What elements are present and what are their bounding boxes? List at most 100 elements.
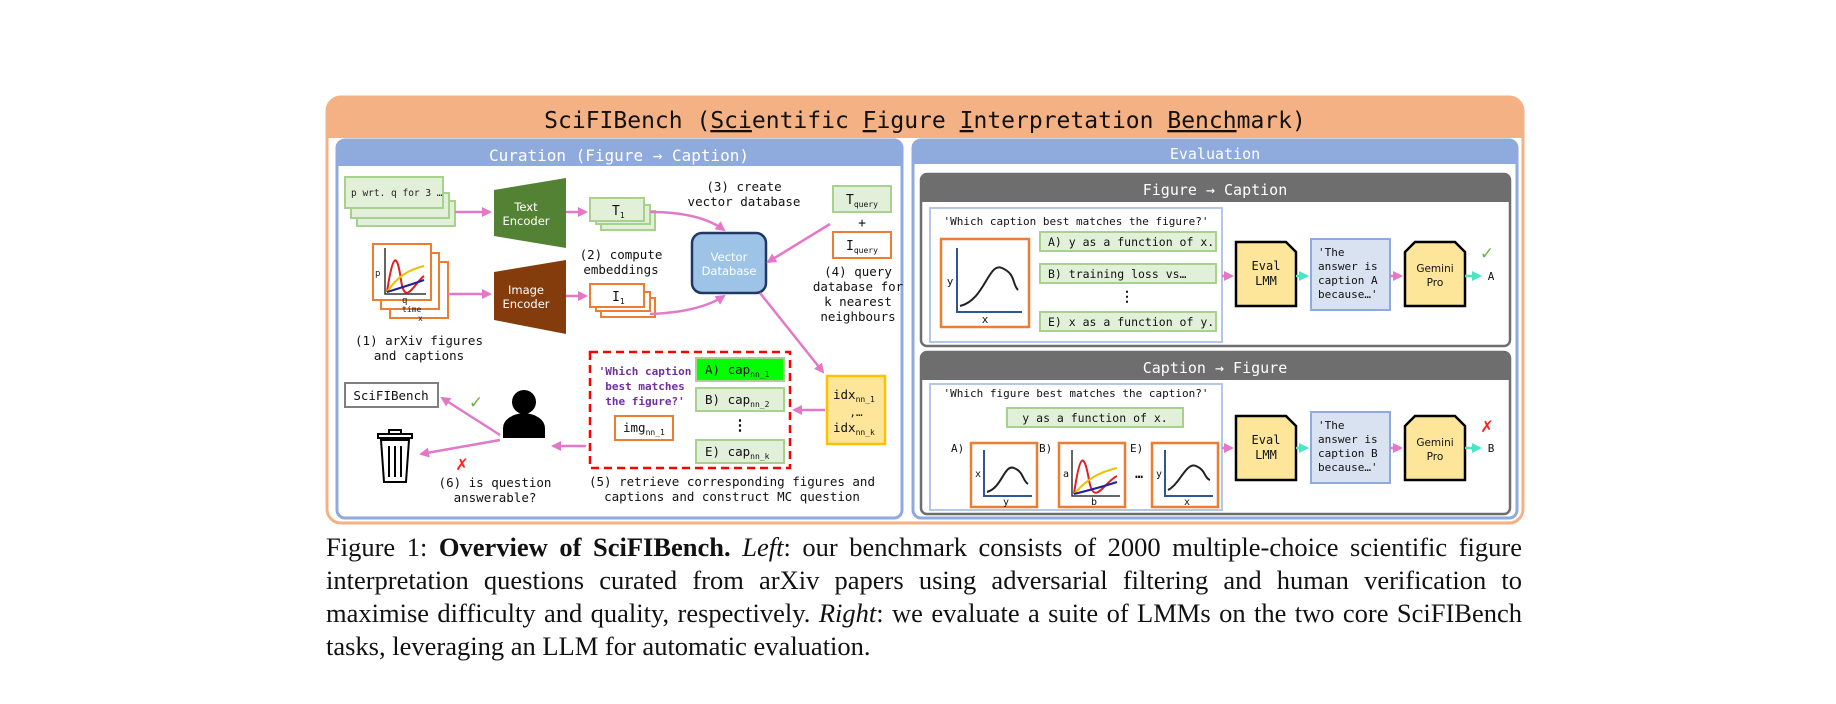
svg-text:,…: ,… <box>849 406 863 419</box>
svg-text:SciFIBench: SciFIBench <box>353 388 428 403</box>
svg-text:⋮: ⋮ <box>733 416 748 434</box>
cap2fig-figure-a: x y <box>969 441 1039 509</box>
svg-text:T1: T1 <box>612 204 625 220</box>
title-band <box>327 97 1523 138</box>
svg-text:E) capnn_k: E) capnn_k <box>705 444 770 461</box>
svg-text:idxnn_1: idxnn_1 <box>833 387 875 404</box>
svg-text:I1: I1 <box>612 290 625 306</box>
fig2cap-figure: y x <box>939 237 1031 329</box>
cap2fig-question: 'Which figure best matches the caption?' <box>944 387 1209 400</box>
svg-text:idxnn_k: idxnn_k <box>833 420 875 437</box>
caption-left-text: : our benchmark consists of 2000 multipl… <box>326 532 1523 628</box>
option-b-box <box>695 387 785 412</box>
svg-text:⋮: ⋮ <box>1120 289 1134 305</box>
trash-icon <box>377 429 413 483</box>
text-encoder <box>494 178 566 248</box>
t-query-box <box>832 185 892 213</box>
caption-label: Figure 1: <box>326 532 428 562</box>
svg-text:y: y <box>1156 469 1162 480</box>
image-encoder <box>494 260 566 334</box>
svg-text:B) training loss vs…: B) training loss vs… <box>1048 267 1187 281</box>
main-title: SciFIBench (Scientific Figure Interpreta… <box>544 108 1306 134</box>
t1-embedding: T1 <box>589 197 656 231</box>
i1-embedding: I1 <box>589 283 656 318</box>
svg-text:imgnn_1: imgnn_1 <box>623 420 665 437</box>
mc-question-frame <box>588 350 792 470</box>
svg-text:E) x as a function of y.: E) x as a function of y. <box>1048 315 1214 329</box>
person-icon <box>503 390 545 438</box>
svg-text:A): A) <box>951 442 964 455</box>
cap2fig-caption-box <box>1006 407 1184 428</box>
svg-text:B) capnn_2: B) capnn_2 <box>705 392 770 409</box>
svg-text:b: b <box>1091 497 1097 508</box>
cap2fig-cross: ✗ <box>1480 417 1493 436</box>
cap2fig-gemini-pro <box>1403 414 1467 482</box>
cap2fig-eval-lmm <box>1234 414 1298 482</box>
svg-text:Iquery: Iquery <box>846 239 878 255</box>
fig2cap-header: Figure → Caption <box>1143 181 1288 199</box>
svg-text:x: x <box>1184 497 1190 508</box>
figure-caption: Figure 1: Overview of SciFIBench. Left: … <box>326 531 1522 663</box>
caption-bold-title: Overview of SciFIBench. <box>438 532 731 562</box>
idx-box <box>825 374 887 446</box>
caption-doc-text: p wrt. q for 3 … <box>351 188 443 199</box>
option-e-box <box>695 439 785 464</box>
fig2cap-option-e <box>1039 311 1217 332</box>
fig2cap-question: 'Which caption best matches the figure?' <box>944 215 1209 228</box>
fig2cap-answer-box <box>1310 238 1391 311</box>
svg-text:A) capnn_1: A) capnn_1 <box>705 362 770 379</box>
cap2fig-header: Caption → Figure <box>1143 359 1288 377</box>
cap2fig-figure-e: y x <box>1150 441 1220 509</box>
check-mark: ✓ <box>469 393 483 413</box>
option-a-box <box>695 357 785 382</box>
svg-text:E): E) <box>1130 442 1143 455</box>
caption-right-text: : we evaluate a suite of LMMs on the two… <box>326 598 1522 661</box>
caption-right-label: Right <box>818 598 877 628</box>
query-plus: + <box>858 216 866 231</box>
svg-text:A) y as a function of x.: A) y as a function of x. <box>1048 235 1214 249</box>
scifibench-box <box>344 382 439 408</box>
curation-arrows <box>419 207 831 458</box>
fig-axis-x: x <box>418 314 423 323</box>
fig2cap-option-b <box>1039 263 1217 284</box>
svg-text:Tquery: Tquery <box>846 193 878 209</box>
caption-left-label: Left <box>742 532 784 562</box>
img-nn1-box <box>614 415 674 441</box>
svg-text:a: a <box>1063 469 1069 480</box>
evaluation-header: Evaluation <box>1170 145 1260 163</box>
caption-stack: p wrt. q for 3 … <box>344 176 456 227</box>
vector-database <box>690 231 768 295</box>
figure-stack: p q time x <box>372 243 449 323</box>
cap2fig-answer-box <box>1310 411 1391 484</box>
fig-axis-q: q <box>402 296 407 306</box>
svg-text:y: y <box>1003 497 1009 508</box>
fig2cap-check: ✓ <box>1480 244 1494 264</box>
fig2cap-result: A <box>1488 270 1495 283</box>
svg-text:x: x <box>975 469 981 480</box>
evaluation-arrows <box>1222 271 1482 453</box>
fig-axis-p: p <box>375 269 380 279</box>
svg-text:y as a function of x.: y as a function of x. <box>1022 411 1167 425</box>
cap2fig-result: B <box>1488 442 1495 455</box>
curation-header: Curation (Figure → Caption) <box>489 146 749 165</box>
i-query-box <box>832 231 892 259</box>
fig-axis-time: time <box>402 305 421 314</box>
svg-text:B): B) <box>1039 442 1052 455</box>
cross-mark: ✗ <box>455 455 468 474</box>
